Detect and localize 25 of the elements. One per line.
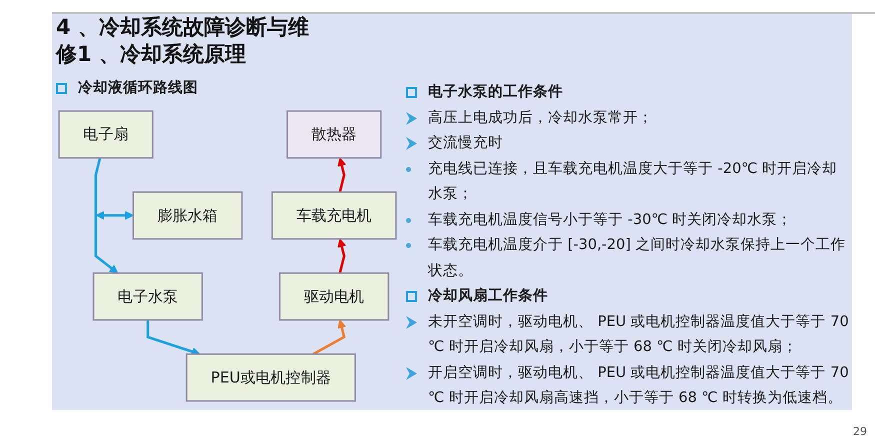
page-number: 29 [853,425,867,438]
arrow [146,320,200,356]
process-box: PEU或电机控制器 [186,353,356,402]
process-box: 驱动电机 [278,272,390,321]
process-box: 车载充电机 [271,191,397,240]
bullet-text: 车载充电机温度介于 [-30,-20] 之间时冷却水泵保持上一个工作状态。 [428,236,847,280]
process-box: 电子扇 [58,110,154,159]
bullet-text: 充电线已连接，且车载充电机温度大于等于 -20℃ 时开启冷却水泵； [428,160,838,204]
process-box: 电子水泵 [92,272,203,321]
bullet-text: 交流慢充时 [428,134,504,153]
bullet-text: 车载充电机温度信号小于等于 -30℃ 时关闭冷却水泵； [428,210,794,230]
arrow [94,158,118,274]
bullet-text: 未开空调时，驱动电机、 PEU 或电机控制器温度值大于等于 70 ℃ 时开启冷却风扇，小于等于 68 ℃ 时关闭冷却风扇； [428,312,850,357]
bullet-text: 高压上电成功后，冷却水泵常开； [428,108,654,128]
process-box: 膨胀水箱 [132,191,243,240]
arrow [312,320,346,356]
slide-title: 4 、冷却系统故障诊断与维修1 、冷却系统原理 [56,14,310,68]
section-heading: 冷却风扇工作条件 [428,286,549,306]
arrow [96,210,134,220]
arrow [338,238,346,274]
section-heading: 电子水泵的工作条件 [428,82,564,102]
section-heading: 冷却液循环路线图 [78,78,199,98]
process-box: 散热器 [286,110,382,159]
arrow [338,157,346,192]
bullet-text: 开启空调时，驱动电机、 PEU 或电机控制器温度值大于等于 70 ℃ 时开启冷却风扇高速挡，小于等于 68 ℃ 时转换为低速档。 [428,364,850,408]
